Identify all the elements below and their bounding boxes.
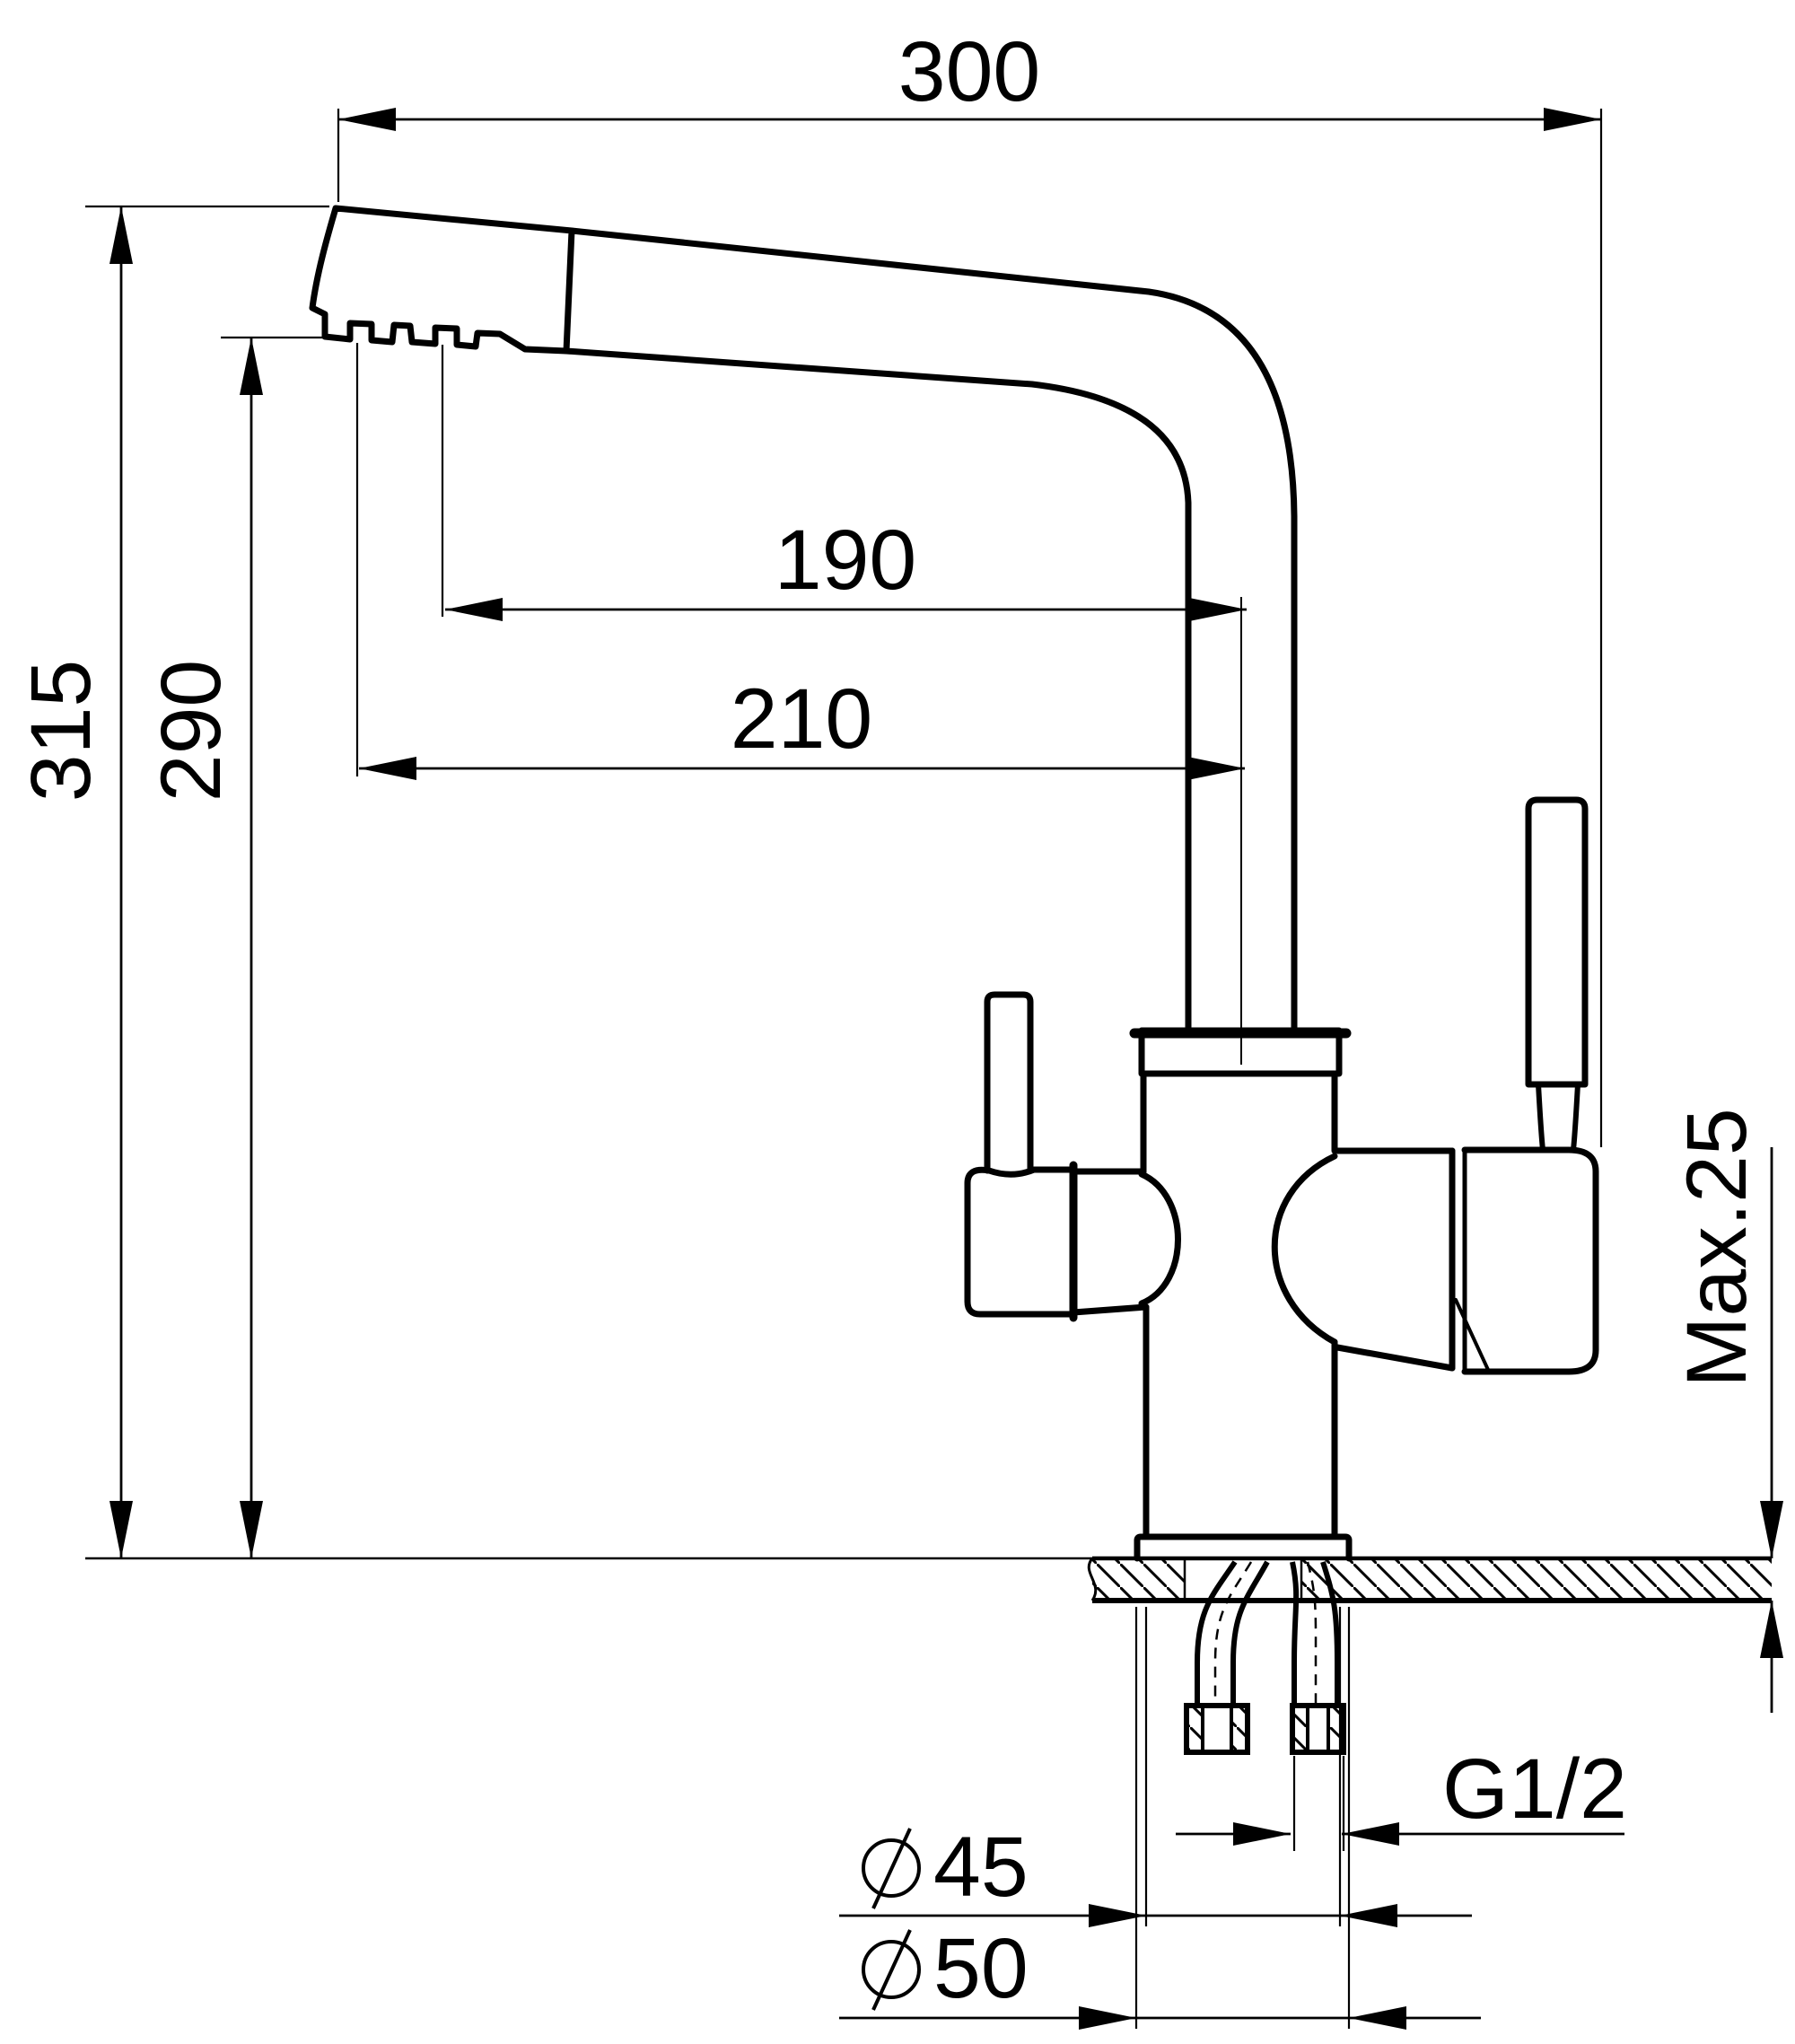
body-waist-right-curve xyxy=(1271,1153,1338,1346)
left-lever xyxy=(984,991,1034,1174)
dim-g12-ext xyxy=(1292,1756,1345,1851)
label-reach-outer: 210 xyxy=(731,671,873,767)
hose-left-braid-line xyxy=(1213,1561,1253,1706)
countertop xyxy=(85,1556,1772,1603)
countertop-break-line xyxy=(1087,1557,1098,1601)
hose-left-inner-edge xyxy=(1230,1560,1270,1706)
arrow-max25-down xyxy=(1760,1501,1783,1558)
arrow-g12-right xyxy=(1342,1822,1399,1846)
label-overall-width: 300 xyxy=(898,24,1041,119)
hose-right-fitting-bore xyxy=(1306,1706,1330,1752)
diameter-symbols xyxy=(862,1828,921,2011)
spout-tube-bottom-edge xyxy=(563,347,1192,1034)
arrow-max25-up xyxy=(1760,1601,1783,1658)
diameter-symbol-icon-50 xyxy=(862,1929,921,2011)
arrow-190-right xyxy=(1189,598,1247,621)
dimension-labels: 300 190 210 315 290 Max.25 G1/2 45 50 xyxy=(13,24,1764,2016)
arrow-g12-left xyxy=(1233,1822,1291,1846)
spray-head xyxy=(309,205,575,355)
right-handle-joint-diagonal xyxy=(1454,1298,1491,1373)
arrow-210-left xyxy=(359,757,416,780)
left-handle-body xyxy=(964,1166,1077,1318)
arrow-190-left xyxy=(445,598,503,621)
label-reach-inner: 190 xyxy=(775,513,917,608)
arrow-300-left xyxy=(338,108,396,131)
countertop-hatch-right xyxy=(1301,1560,1772,1599)
dim-d50-ext xyxy=(1134,1607,1351,2029)
label-body-diameter: 45 xyxy=(933,1820,1029,1915)
label-connection-thread: G1/2 xyxy=(1442,1741,1627,1837)
label-overall-height: 315 xyxy=(13,660,109,803)
hose-left-fitting-hatch-a xyxy=(1188,1707,1201,1750)
arrow-315-bottom xyxy=(109,1501,133,1558)
faucet-outline xyxy=(309,205,1599,1562)
right-cone-bottom-edge xyxy=(1334,1344,1456,1372)
right-handle-body xyxy=(1461,1146,1599,1375)
label-max-counter-thickness: Max.25 xyxy=(1669,1108,1764,1388)
arrow-290-bottom xyxy=(240,1501,263,1558)
arrow-210-right xyxy=(1187,757,1245,780)
supply-hoses xyxy=(1184,1560,1346,1755)
hose-left-fitting-bore xyxy=(1201,1706,1233,1752)
arrow-d50-left xyxy=(1079,2006,1136,2030)
arrow-d45-left xyxy=(1089,1904,1146,1927)
dimension-arrowheads xyxy=(109,108,1783,2030)
right-lever-stem xyxy=(1536,1082,1580,1153)
base-flange xyxy=(1134,1533,1353,1562)
diameter-symbol-icon-45 xyxy=(862,1828,921,1909)
hose-right-fitting-hatch-a xyxy=(1294,1707,1306,1750)
left-cone-bulge xyxy=(1138,1171,1181,1307)
hose-left-fitting-hatch-b xyxy=(1233,1707,1246,1750)
countertop-hatch-left xyxy=(1092,1560,1185,1599)
label-spout-outlet-height: 290 xyxy=(144,660,239,803)
hose-left-fitting xyxy=(1184,1703,1250,1755)
label-mount-hole-diameter: 50 xyxy=(933,1921,1029,2016)
arrow-290-top xyxy=(240,338,263,395)
arrow-315-top xyxy=(109,206,133,264)
right-lever xyxy=(1525,796,1589,1088)
hose-left-outer-edge xyxy=(1195,1560,1238,1706)
arrow-d50-right xyxy=(1349,2006,1406,2030)
spout-tube-top-edge xyxy=(568,227,1298,1034)
hose-right-inner-edge xyxy=(1290,1561,1300,1706)
hose-right-fitting-hatch-b xyxy=(1330,1707,1342,1750)
arrow-300-right xyxy=(1544,108,1601,131)
dim-d45-ext xyxy=(1144,1607,1342,1926)
hose-right-outer-edge xyxy=(1320,1561,1340,1706)
hose-right-fitting xyxy=(1290,1703,1346,1755)
hose-right-braid-line xyxy=(1306,1561,1318,1706)
left-cone-bottom-edge xyxy=(1070,1303,1150,1316)
arrow-d45-right xyxy=(1340,1904,1397,1927)
